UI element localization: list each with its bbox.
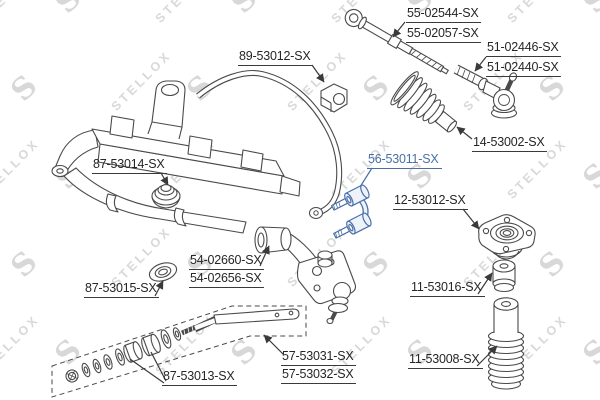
part-label-subframe-mount-front[interactable]: 87-53014-SX [92,157,168,175]
part-label-tension-rod-a[interactable]: 57-53031-SX [281,349,357,367]
part-label-tension-rod-b[interactable]: 57-53032-SX [281,367,357,385]
stabilizer-bar-drawing [196,70,343,220]
tension-rod-kit-drawing [51,305,307,398]
part-label-stab-bar-bushing[interactable]: 89-53012-SX [238,49,314,67]
part-label-inner-tie-rod-a[interactable]: 55-02544-SX [406,6,482,24]
part-label-tie-rod-end-b[interactable]: 51-02440-SX [486,60,562,78]
subframe-seal-drawing [148,262,178,282]
part-label-control-arm-b[interactable]: 54-02656-SX [189,271,265,289]
part-label-subframe-mount-rear[interactable]: 87-53015-SX [84,281,160,299]
steering-boot-drawing [390,71,458,133]
part-label-inner-tie-rod-b[interactable]: 55-02057-SX [406,26,482,44]
subframe-drawing [51,80,301,234]
part-label-dust-boot[interactable]: 11-53008-SX [408,352,483,370]
part-label-tie-rod-end-a[interactable]: 51-02446-SX [486,40,562,58]
control-arm-drawing [254,226,357,325]
dust-boot-drawing [487,297,525,390]
part-label-strut-mount[interactable]: 12-53012-SX [393,193,469,211]
part-label-control-arm-a[interactable]: 54-02660-SX [189,253,265,271]
part-label-tension-rod-bushings[interactable]: 87-53013-SX [162,369,238,387]
stabilizer-bushing-drawing [320,83,348,113]
tie-rod-end-drawing [453,64,518,119]
stabilizer-link-drawing[interactable] [330,184,373,242]
part-label-stab-link-highlighted[interactable]: 56-53011-SX [367,152,442,170]
bump-stop-drawing [492,259,516,293]
subframe-bushing-drawing [151,184,181,209]
part-label-steering-boot[interactable]: 14-53002-SX [472,135,548,153]
part-label-bump-stop[interactable]: 11-53016-SX [410,280,485,298]
leader-lines [129,21,498,384]
highlight-leader-line [359,167,373,188]
strut-mount-drawing [478,214,536,260]
inner-tie-rod-drawing [344,8,450,75]
